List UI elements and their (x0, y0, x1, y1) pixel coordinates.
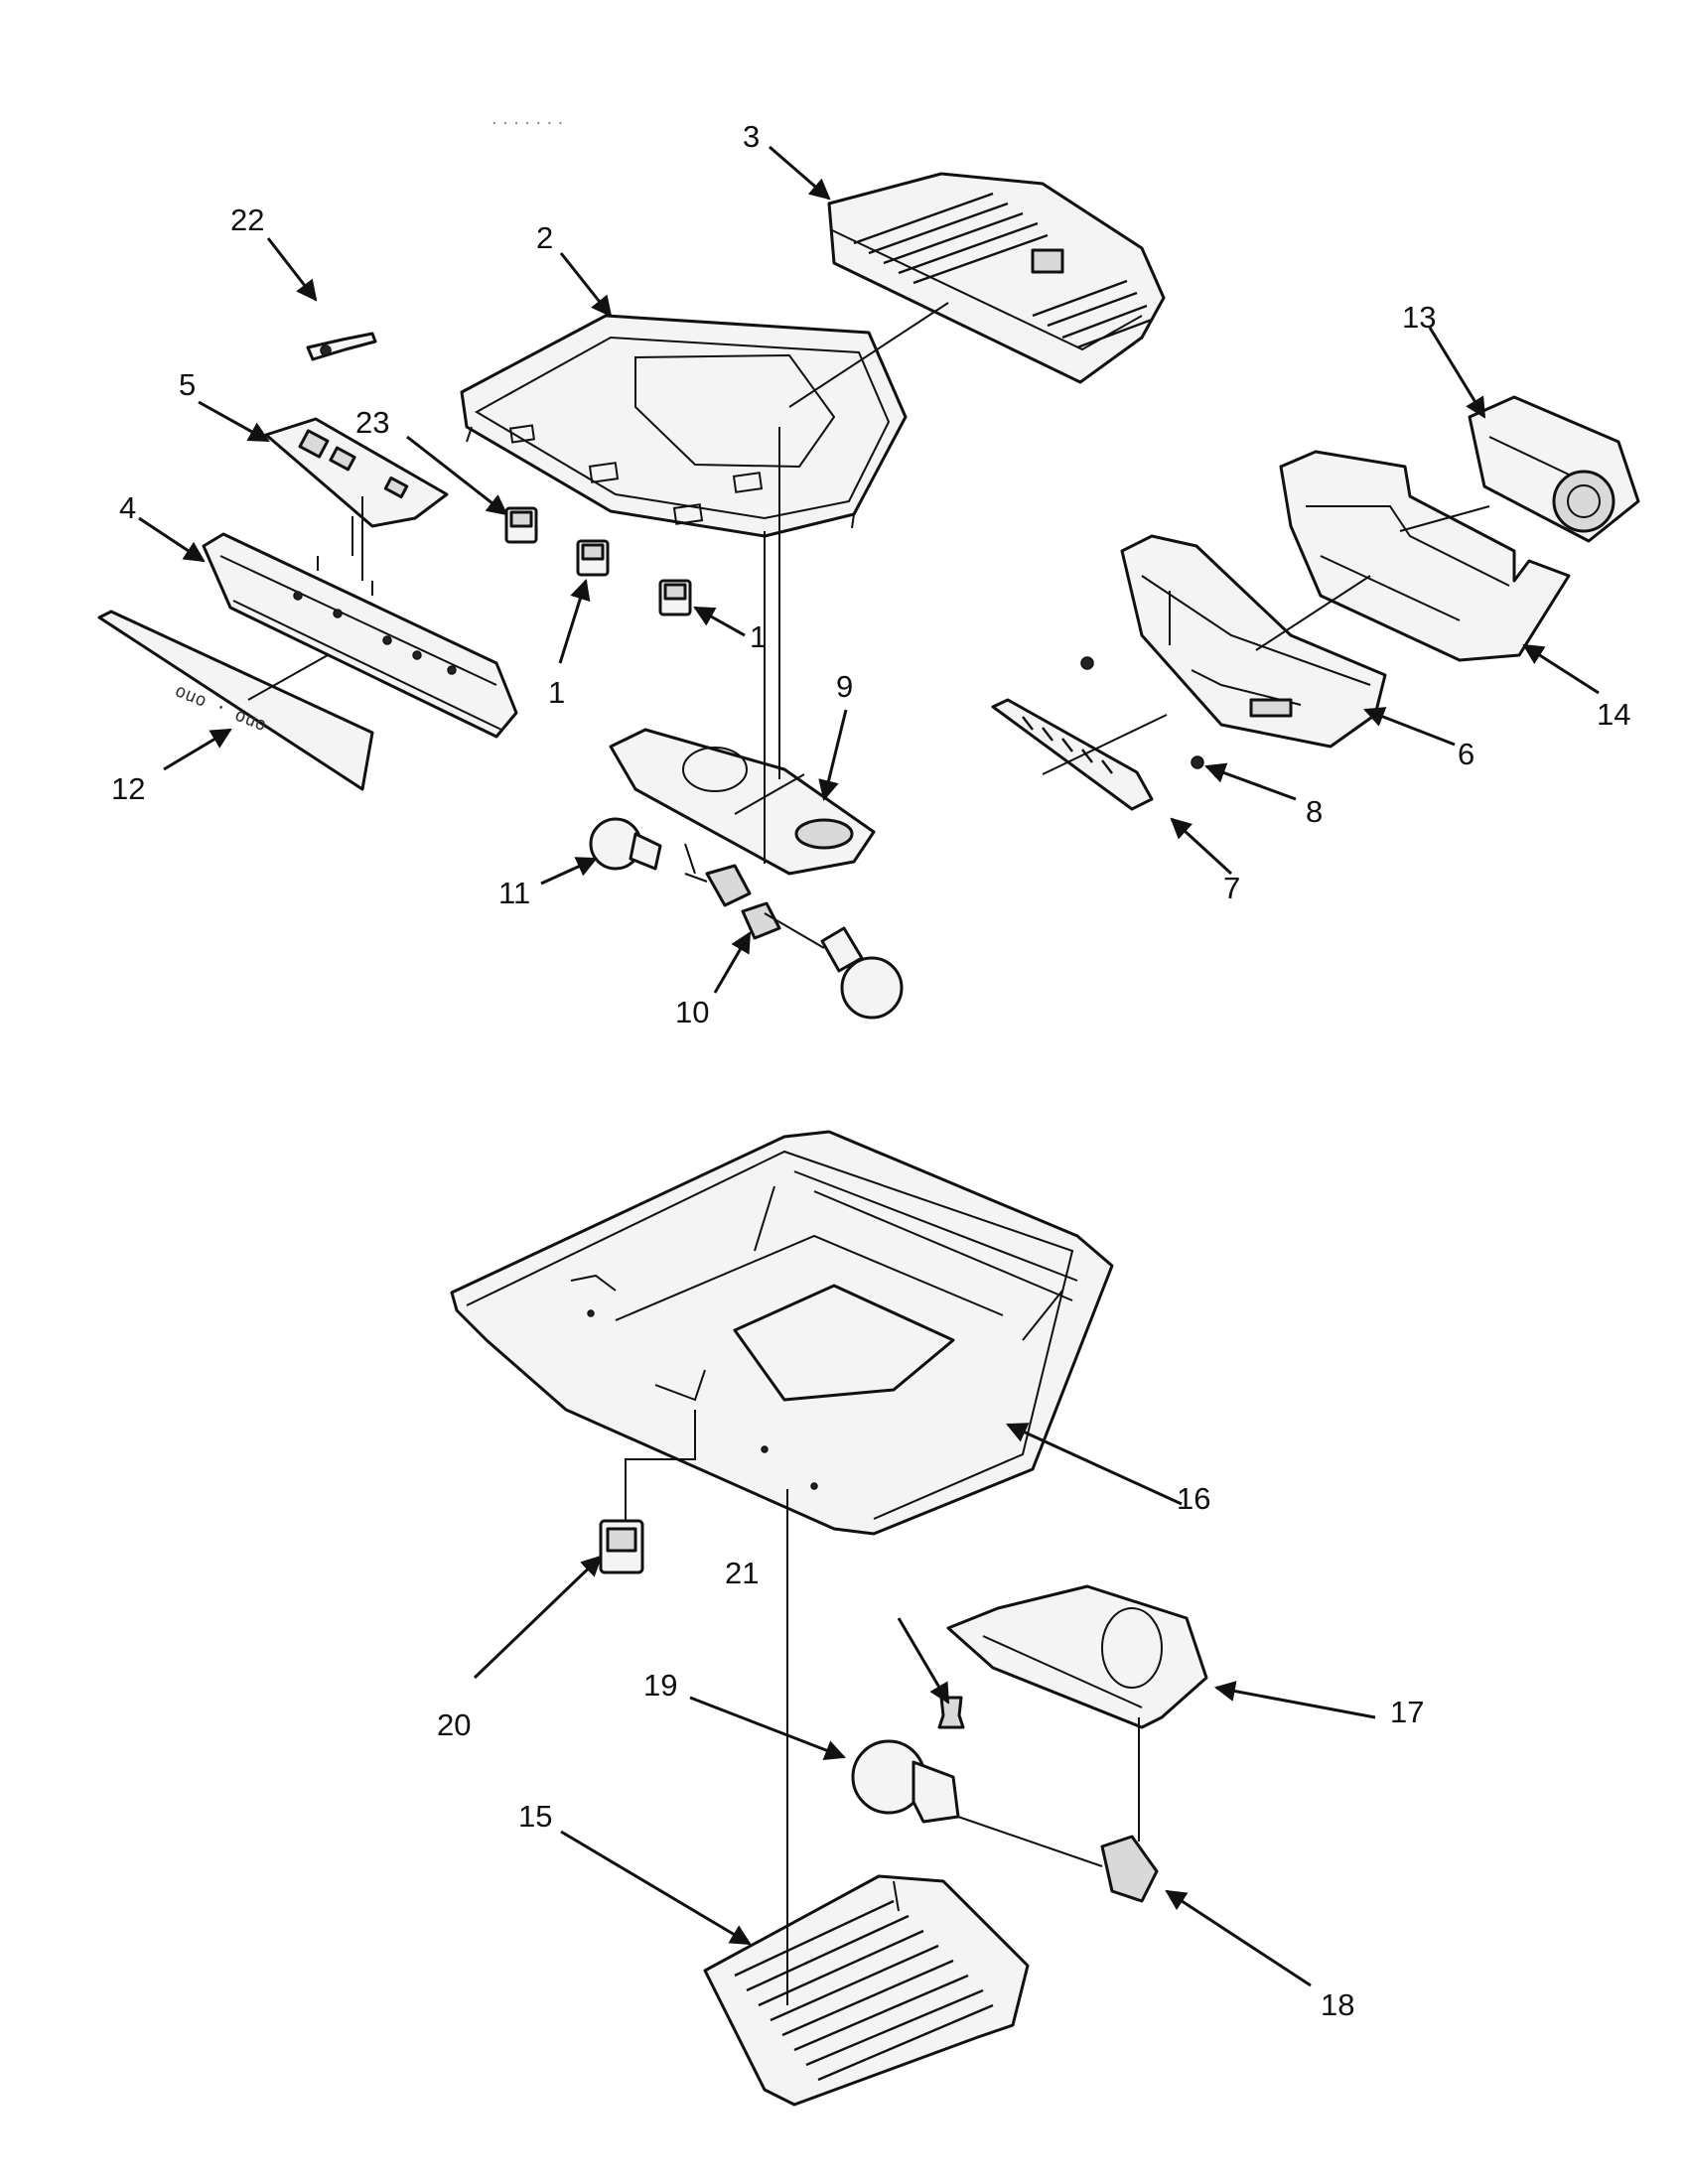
part-1-switch-a (576, 539, 610, 577)
part-11-bulb (589, 817, 662, 871)
callout-6: 6 (1458, 737, 1474, 771)
callout-21: 21 (725, 1556, 759, 1590)
part-9-lamp-housing (609, 728, 876, 876)
part-3-vent-cover (827, 172, 1166, 384)
part-14-bracket (1279, 450, 1571, 662)
header-text: . . . . . . . (491, 107, 563, 129)
callout-12: 12 (111, 771, 145, 806)
callout-10: 10 (675, 995, 709, 1029)
callout-20: 20 (437, 1707, 471, 1742)
part-13-module (1468, 395, 1640, 543)
callout-13: 13 (1402, 300, 1436, 335)
callout-labels: 22 2 3 5 4 23 1 1 9 11 10 12 13 14 6 8 7… (111, 119, 1630, 2022)
part-16-base (450, 1130, 1114, 1536)
part-18-socket (1100, 1835, 1159, 1903)
part-15-grille (703, 1874, 1030, 2107)
callout-8: 8 (1306, 794, 1323, 829)
part-2-frame (460, 314, 908, 538)
part-4-control-housing (202, 532, 518, 739)
callout-4: 4 (119, 490, 136, 525)
bulb-lower (820, 926, 904, 1020)
part-8-screw (1080, 656, 1204, 769)
callout-22: 22 (230, 203, 264, 237)
part-10-socket (684, 864, 781, 940)
callout-1b: 1 (750, 619, 767, 654)
top-assembly-lines (247, 302, 1490, 949)
callout-9: 9 (836, 669, 853, 704)
part-20-switch (599, 1519, 644, 1574)
callout-15: 15 (518, 1799, 552, 1834)
part-17-lamp-housing (946, 1584, 1208, 1729)
callout-19: 19 (643, 1668, 677, 1703)
callout-2: 2 (536, 220, 553, 255)
part-22-clip (306, 332, 377, 361)
callout-14: 14 (1597, 697, 1630, 732)
part-21-fastener (937, 1696, 965, 1729)
bottom-assembly-lines (625, 1410, 1140, 2005)
callout-16: 16 (1177, 1481, 1210, 1516)
callout-5: 5 (179, 367, 196, 402)
part-1-switch-b (658, 579, 692, 616)
callout-1a: 1 (548, 675, 565, 710)
part-23-switch (504, 506, 538, 544)
callout-3: 3 (743, 119, 760, 154)
callout-11: 11 (498, 876, 530, 910)
part-5-control-board (264, 417, 449, 528)
part-19-bulb (851, 1739, 960, 1824)
callout-17: 17 (1390, 1695, 1424, 1729)
part-6-front-housing (1120, 534, 1387, 749)
leader-lines (138, 145, 1600, 1987)
callout-23: 23 (355, 405, 389, 440)
callout-7: 7 (1223, 871, 1240, 905)
part-7-grille (991, 698, 1154, 811)
callout-18: 18 (1321, 1987, 1354, 2022)
